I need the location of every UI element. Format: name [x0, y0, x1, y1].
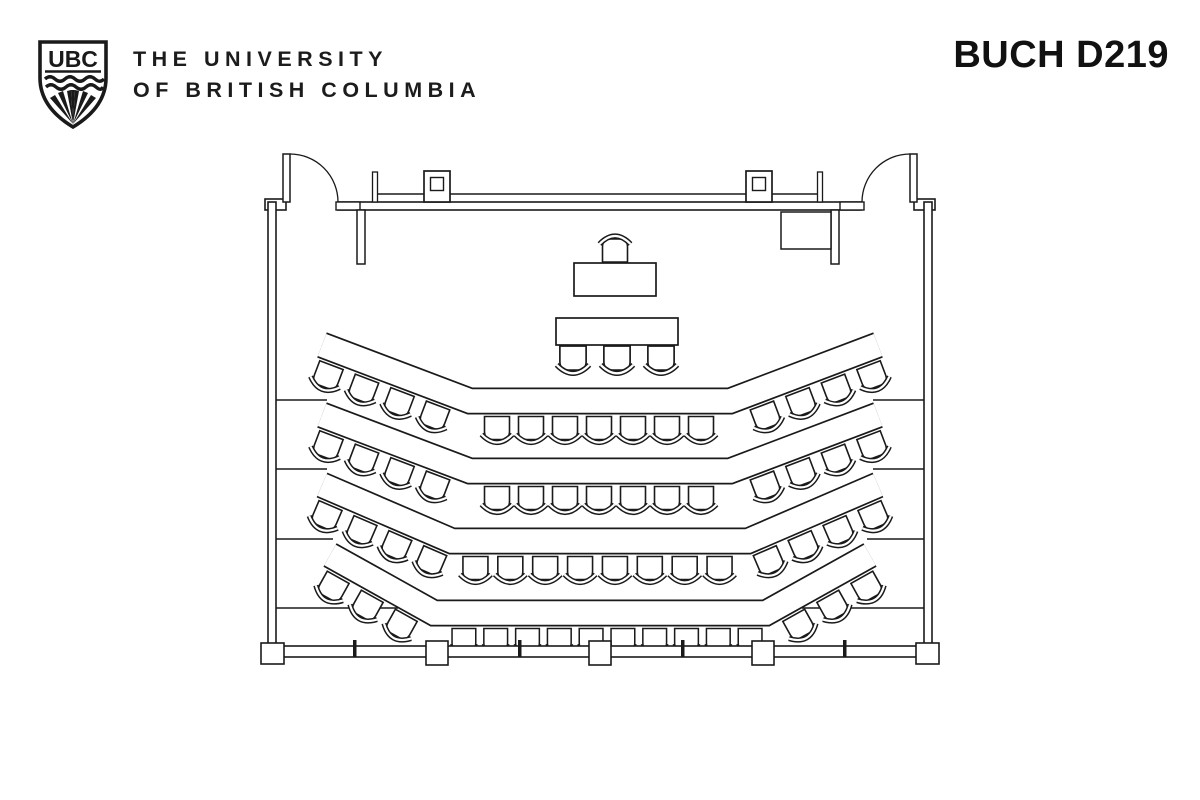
screen-bracket-right [745, 170, 773, 203]
front-furniture [555, 262, 679, 346]
ubc-crest-logo: UBC [38, 40, 108, 130]
seat [411, 544, 448, 579]
whiteboard-end-left [371, 171, 379, 203]
seat [820, 373, 857, 407]
window-post [751, 640, 775, 666]
window-mullion-ticks [353, 640, 847, 657]
seat [615, 485, 651, 516]
cabinet [780, 211, 832, 250]
seat [615, 415, 651, 446]
seat [855, 429, 892, 463]
university-wordmark: THE UNIVERSITY OF BRITISH COLUMBIA [133, 44, 481, 106]
seats-layer [306, 233, 894, 656]
seat [308, 429, 345, 463]
lectern-desk [573, 262, 657, 297]
seat [343, 443, 380, 477]
door-leaf-right [909, 153, 918, 203]
crest-sun-rays [50, 90, 96, 124]
seat [379, 386, 416, 420]
window-post [588, 640, 612, 666]
seat [381, 608, 419, 643]
seat [343, 373, 380, 407]
seat [597, 555, 633, 586]
crest-ubc-text: UBC [48, 46, 98, 72]
left-wall [267, 201, 277, 655]
seat [376, 529, 413, 564]
seat [784, 456, 821, 490]
window-post-corner-right [915, 642, 940, 665]
screen-bracket-left-detail [429, 176, 445, 192]
seat [414, 470, 451, 504]
door-swing-right [861, 153, 911, 203]
seat [749, 470, 786, 504]
demo-table [555, 317, 679, 346]
seat [702, 555, 737, 586]
seating-row [317, 402, 883, 485]
university-name-line1: THE UNIVERSITY [133, 47, 388, 71]
seat [562, 555, 598, 586]
seat [598, 345, 636, 377]
wing-wall-left [356, 209, 366, 265]
door-sidelight-left [335, 201, 361, 211]
seat [815, 589, 853, 624]
door-leaf-left [282, 153, 291, 203]
seat [527, 555, 563, 586]
seat [347, 589, 385, 624]
seating-row [317, 332, 883, 415]
seat [749, 400, 786, 434]
seat [458, 555, 493, 586]
wing-wall-right [830, 209, 840, 265]
seating-row [323, 543, 877, 627]
seat [787, 529, 824, 564]
crest-waves [43, 75, 106, 91]
seat [649, 485, 685, 516]
seat [341, 514, 378, 549]
seat [649, 415, 685, 446]
seat [632, 555, 668, 586]
seat [414, 400, 451, 434]
seating-row [316, 472, 884, 555]
screen-bracket-right-detail [751, 176, 767, 192]
door-swing-left [289, 153, 339, 203]
walls-layer [260, 153, 940, 666]
seat [820, 443, 857, 477]
seat [784, 386, 821, 420]
seat [479, 415, 515, 446]
row-tables-layer [316, 332, 884, 627]
seat [547, 485, 583, 516]
seat [479, 485, 515, 516]
window-post-corner-left [260, 642, 285, 665]
room-label: BUCH D219 [953, 34, 1169, 76]
seat [492, 555, 528, 586]
seat [822, 514, 859, 549]
seat [554, 345, 592, 377]
whiteboard-end-right [816, 171, 824, 203]
seat [855, 359, 892, 393]
seat [547, 415, 583, 446]
seat [683, 415, 719, 446]
seat [308, 359, 345, 393]
right-wall [923, 201, 933, 655]
seat [581, 485, 617, 516]
seat [856, 499, 894, 534]
seat [642, 345, 680, 377]
door-sidelight-right [839, 201, 865, 211]
seat [513, 415, 549, 446]
seat [781, 608, 819, 643]
seat [581, 415, 617, 446]
university-name-line2: OF BRITISH COLUMBIA [133, 78, 482, 102]
seat [752, 544, 789, 579]
window-post [425, 640, 449, 666]
top-wall [337, 201, 862, 211]
seat [306, 499, 344, 534]
seat [513, 485, 549, 516]
seat [683, 485, 719, 516]
seat [313, 570, 351, 605]
seat [849, 570, 887, 605]
seat [667, 555, 703, 586]
seat [597, 233, 633, 263]
seat [379, 456, 416, 490]
